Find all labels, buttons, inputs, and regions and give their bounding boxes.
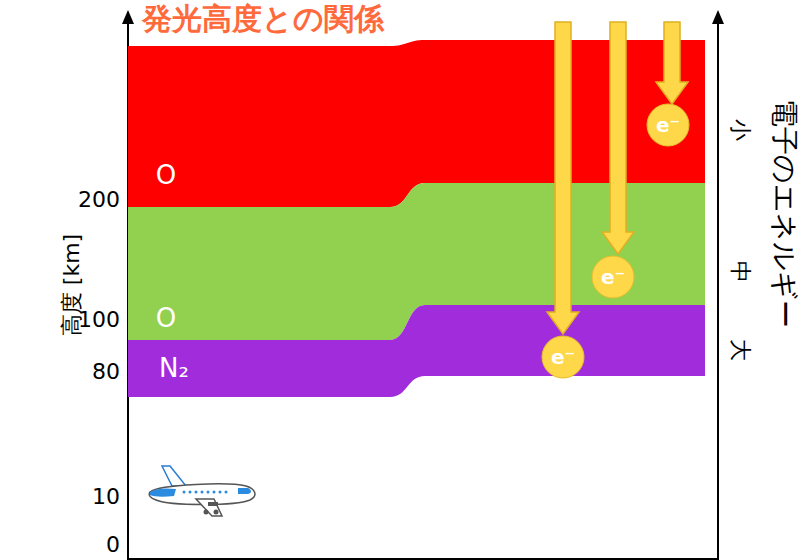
- electron-label: e⁻: [601, 266, 625, 288]
- axis-arrowhead: [712, 10, 724, 24]
- emission-band: N₂: [128, 305, 705, 397]
- electron-label: e⁻: [656, 114, 680, 136]
- band-label: O: [156, 304, 176, 333]
- energy-level: 小: [728, 119, 752, 141]
- diagram-title: 発光高度との関係: [142, 2, 384, 35]
- electron-circle: e⁻: [591, 255, 635, 299]
- airplane-icon: [149, 466, 255, 516]
- electron-circle: e⁻: [646, 103, 690, 147]
- band-label: N₂: [159, 354, 189, 383]
- band-label: O: [156, 161, 176, 190]
- electron-label: e⁻: [551, 346, 575, 368]
- base-line: [128, 558, 718, 560]
- electron-arrow: [602, 22, 634, 254]
- tick-label: 100: [78, 308, 120, 332]
- energy-level: 大: [728, 339, 752, 361]
- electron-arrow: [656, 22, 688, 104]
- tick-label: 80: [92, 360, 120, 384]
- electron-arrow: [547, 22, 579, 334]
- axis-title: 高度 [km]: [60, 234, 84, 336]
- tick-label: 200: [78, 188, 120, 212]
- axis-title: 電子のエネルギー: [769, 99, 800, 328]
- right-axis: [717, 22, 719, 560]
- tick-label: 0: [106, 533, 120, 557]
- energy-level: 中: [728, 261, 752, 283]
- band-shape: [128, 305, 705, 397]
- axis-arrowhead: [122, 10, 134, 24]
- electron-circle: e⁻: [541, 335, 585, 379]
- tick-label: 10: [92, 485, 120, 509]
